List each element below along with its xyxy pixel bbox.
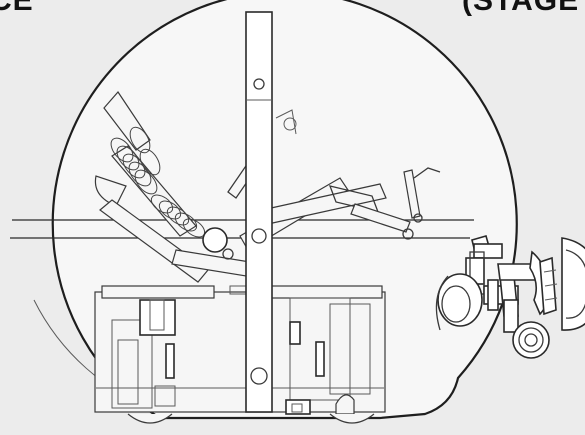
spring-coil-upper <box>110 126 161 195</box>
side-drive-assembly <box>435 235 585 359</box>
central-mast <box>245 11 273 413</box>
bottom-wheels <box>127 394 375 424</box>
header-text-right: (STAGE <box>462 0 580 17</box>
chassis-base <box>94 285 386 415</box>
header-text-left: CE <box>0 0 34 17</box>
arm-mechanism <box>94 91 441 283</box>
